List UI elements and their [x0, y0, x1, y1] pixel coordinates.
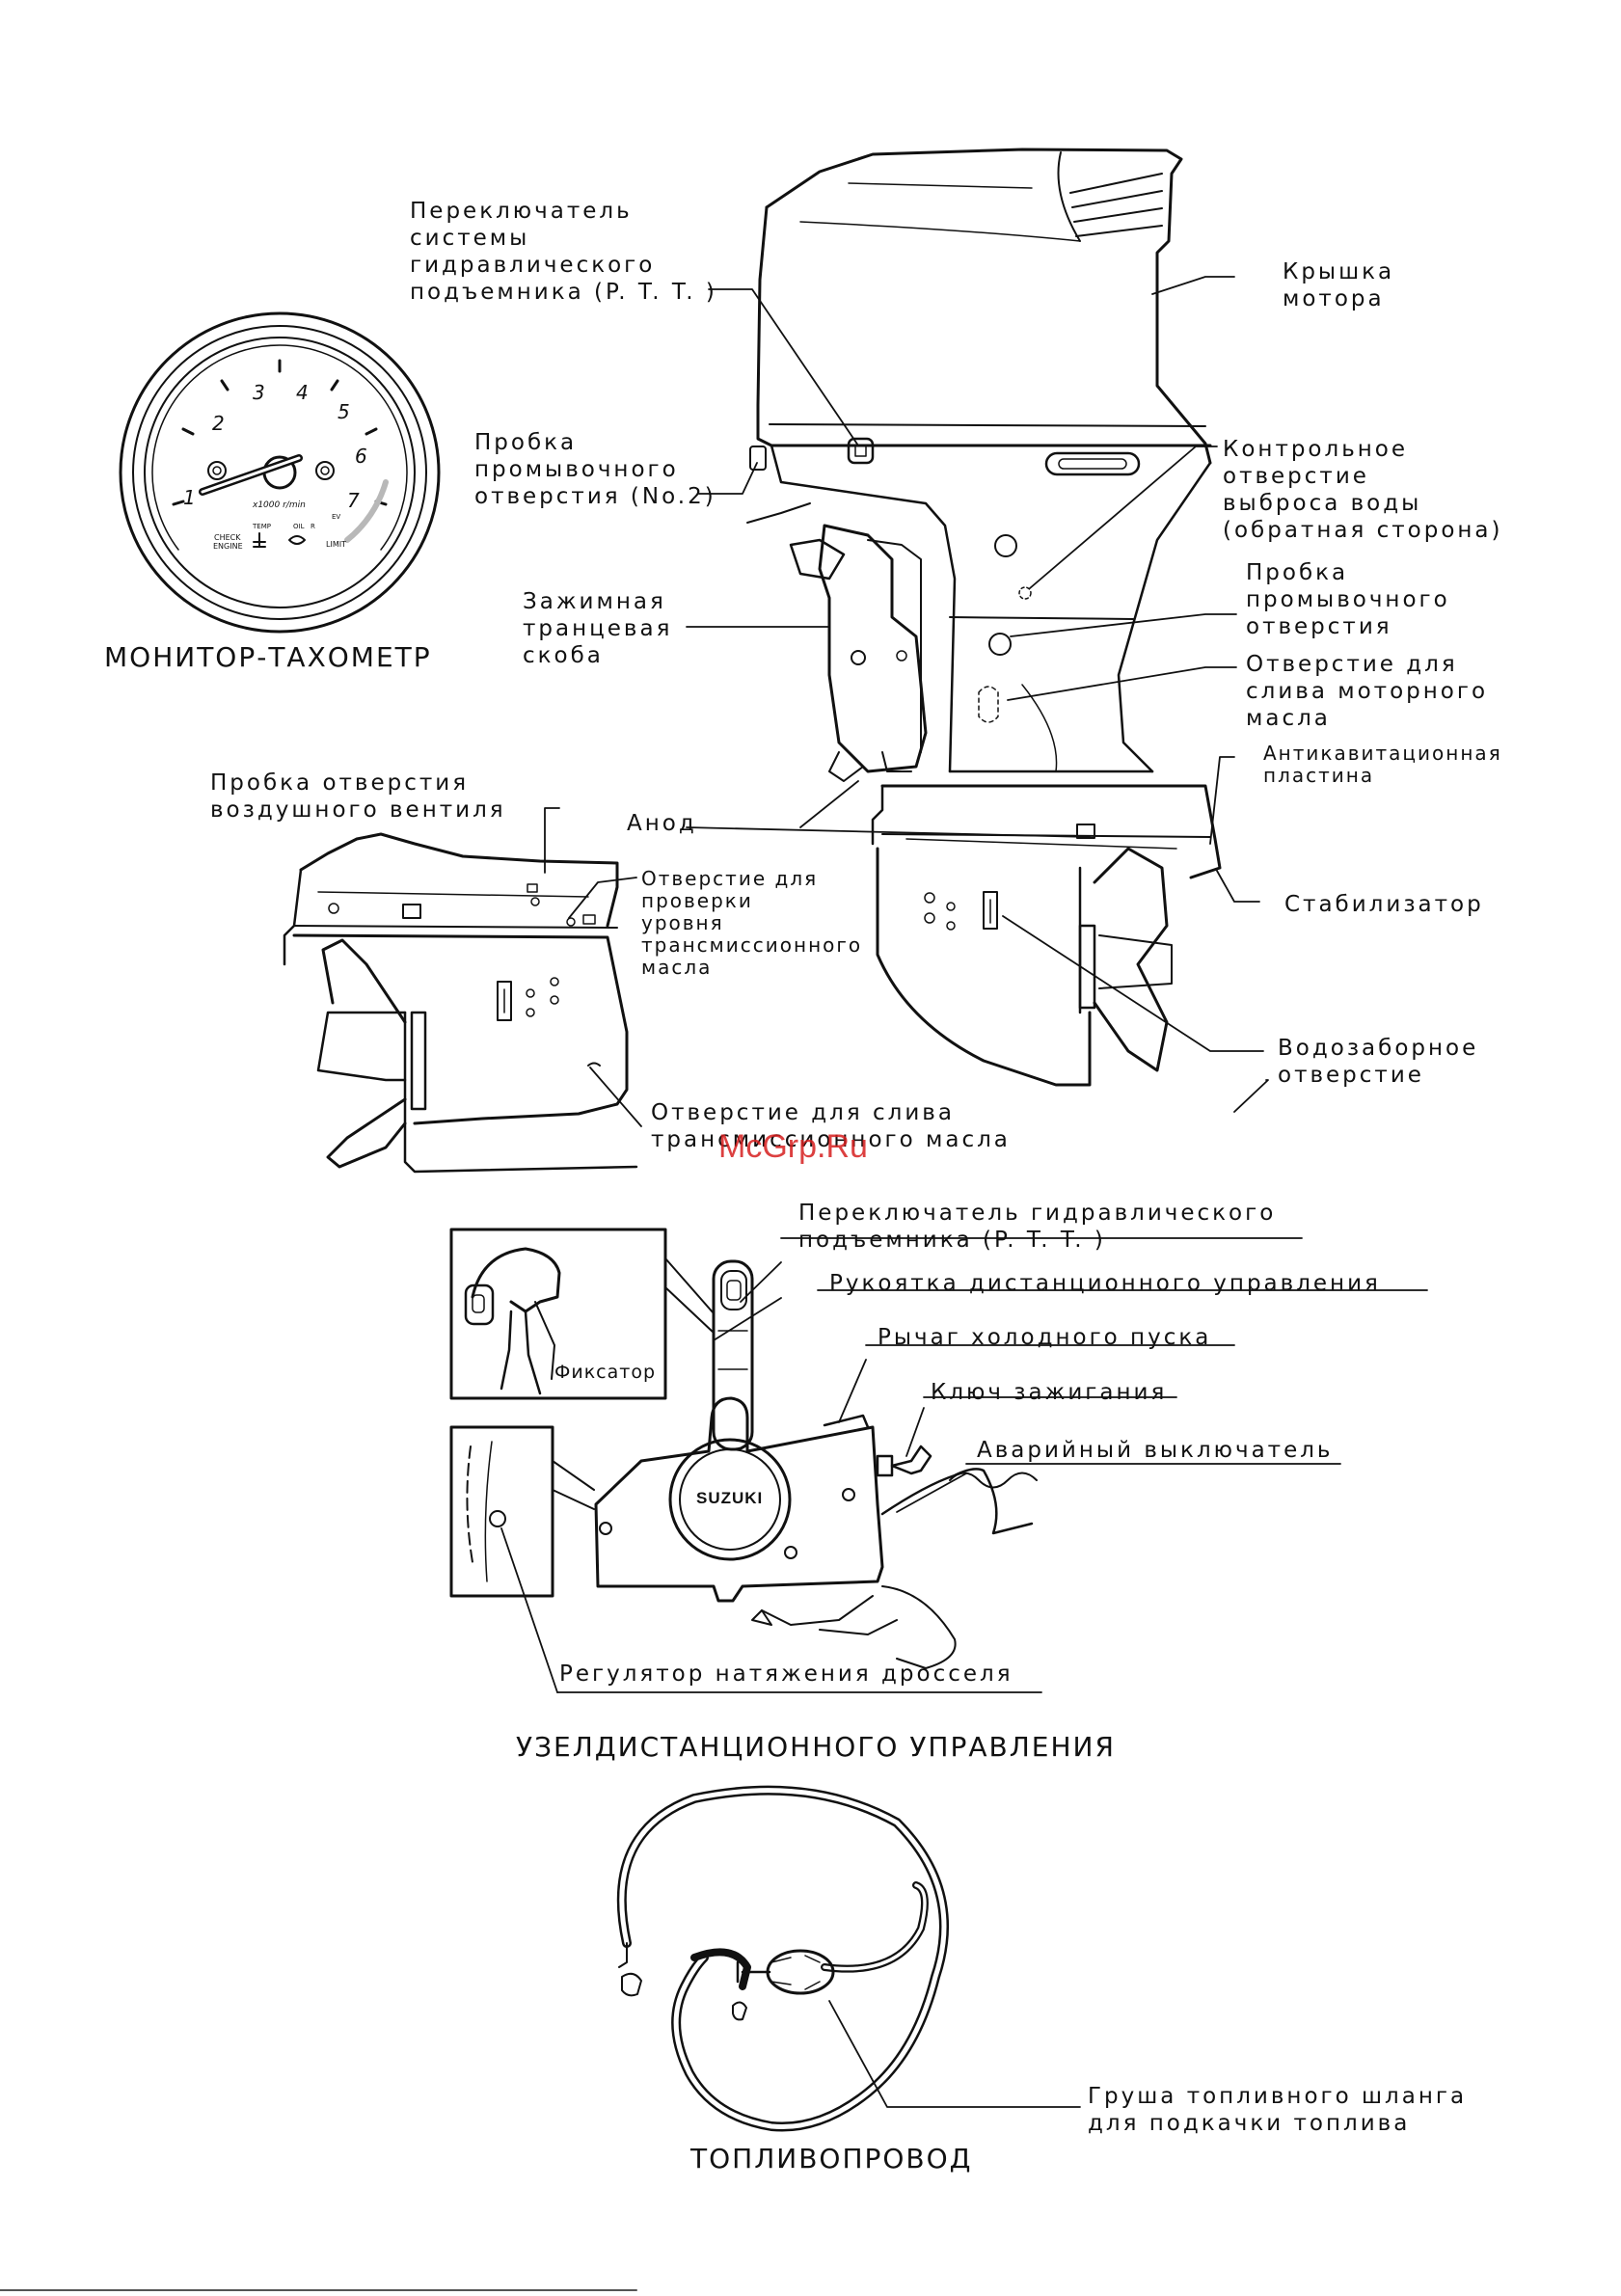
label-remote-ptt-switch: Переключатель гидравлического подъемника… [798, 1201, 1277, 1253]
label-remote-handle: Рукоятка дистанционного управления [829, 1271, 1381, 1296]
label-ptt-switch: Переключатель системы гидравлического по… [410, 199, 717, 305]
watermark: McGrp.Ru [718, 1128, 868, 1165]
tach-engine-label: ENGINE [213, 542, 243, 551]
label-throttle-tension: Регулятор натяжения дросселя [559, 1661, 1013, 1687]
label-water-check-hole: Контрольное отверстие выброса воды (обра… [1223, 437, 1503, 543]
tach-number-7: 7 [347, 489, 362, 512]
leader-lines [500, 276, 1428, 2108]
tach-number-6: 6 [355, 445, 369, 468]
tach-number-2: 2 [212, 412, 227, 435]
label-oil-drain: Отверстие для слива моторного масла [1246, 652, 1489, 731]
tach-temp-label: TEMP [253, 523, 271, 530]
tach-number-3: 3 [253, 381, 267, 404]
remote-control-box [449, 1228, 1038, 1669]
label-gear-oil-level: Отверстие для проверки уровня трансмисси… [641, 867, 863, 979]
tach-number-1: 1 [183, 486, 198, 509]
label-flush-plug: Пробка промывочного отверстия [1246, 560, 1450, 639]
tachometer-gauge [119, 311, 441, 634]
tach-check-label: CHECK [214, 533, 241, 542]
label-engine-cover: Крышка мотора [1283, 259, 1395, 311]
caption-remote-control: УЗЕЛДИСТАНЦИОННОГО УПРАВЛЕНИЯ [516, 1731, 1116, 1763]
tach-number-5: 5 [338, 400, 352, 423]
label-anti-cavitation-plate: Антикавитационная пластина [1263, 742, 1502, 787]
label-transom-clamp: Зажимная транцевая скоба [523, 589, 673, 668]
caption-tachometer: МОНИТОР-ТАХОМЕТР [104, 641, 432, 673]
label-ignition-key: Ключ зажигания [931, 1380, 1168, 1405]
tach-oil-label: OIL [293, 523, 305, 530]
caption-fuel-line: ТОПЛИВОПРОВОД [690, 2143, 973, 2174]
label-emergency-stop: Аварийный выключатель [977, 1438, 1334, 1463]
tach-ev-label: EV [332, 513, 341, 521]
tach-r-label: R [311, 523, 315, 530]
brand-logo: SUZUKI [696, 1489, 764, 1507]
label-gear-oil-drain: Отверстие для слива трансмиссионного мас… [651, 1100, 1011, 1152]
label-primer-bulb: Груша топливного шланга для подкачки топ… [1088, 2084, 1468, 2136]
label-water-intake: Водозаборное отверстие [1278, 1036, 1479, 1088]
label-lock: Фиксатор [554, 1362, 657, 1383]
label-vent-plug: Пробка отверстия воздушного вентиля [210, 770, 506, 823]
label-anode: Анод [627, 811, 697, 836]
tach-unit: x1000 r/min [253, 500, 306, 510]
tach-limit-label: LIMIT [326, 540, 346, 549]
label-stabilizer: Стабилизатор [1284, 892, 1484, 917]
label-flush-plug-2: Пробка промывочного отверстия (No.2) [474, 430, 716, 509]
label-fast-idle-lever: Рычаг холодного пуска [878, 1325, 1212, 1350]
lower-unit-detail [283, 832, 638, 1174]
fuel-line-assembly [616, 1785, 949, 2132]
tach-number-4: 4 [296, 381, 311, 404]
